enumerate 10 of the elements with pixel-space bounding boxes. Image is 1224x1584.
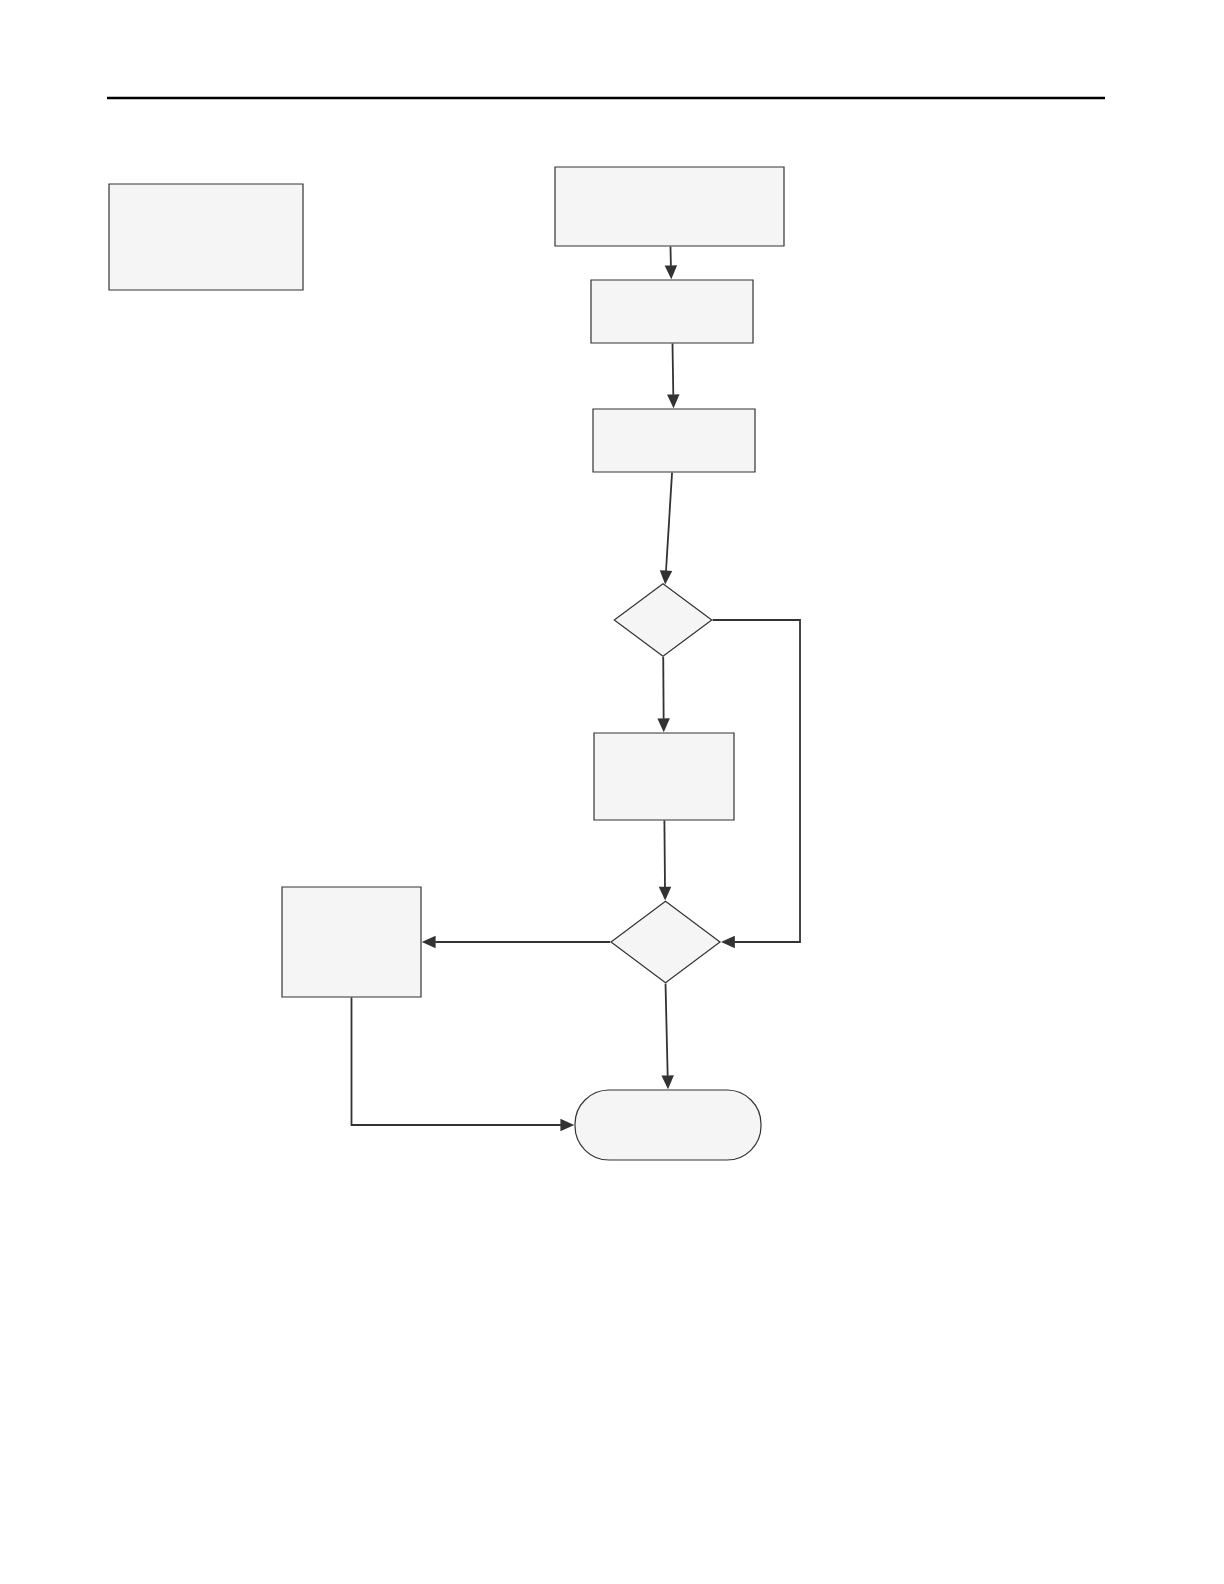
arrow <box>711 619 801 949</box>
decision-diamond <box>610 900 721 984</box>
terminal-shape <box>574 1089 762 1161</box>
process-box <box>108 183 304 291</box>
process-box <box>281 886 422 998</box>
process-box <box>554 166 785 247</box>
process-box <box>590 279 754 344</box>
decision-diamond <box>613 583 713 657</box>
process-box <box>592 408 756 473</box>
process-box <box>593 732 735 821</box>
